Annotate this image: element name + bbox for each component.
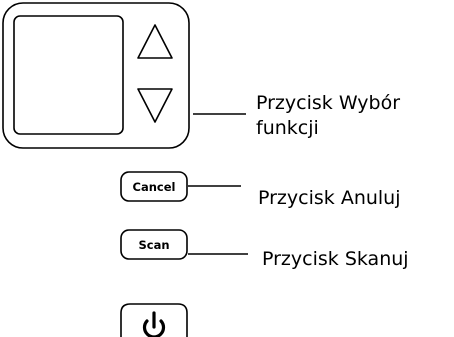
triangle-up-icon — [137, 24, 173, 59]
control-panel-frame — [2, 2, 190, 149]
lcd-display — [13, 15, 124, 135]
function-select-callout-line2: funkcji — [256, 117, 319, 139]
scan-callout: Przycisk Skanuj — [262, 248, 409, 270]
down-button[interactable] — [137, 88, 173, 123]
cancel-callout: Przycisk Anuluj — [258, 187, 401, 209]
triangle-down-icon — [137, 88, 173, 123]
cancel-button-label: Cancel — [133, 180, 176, 194]
power-button-frame — [120, 303, 188, 337]
power-icon — [142, 311, 166, 337]
scan-button-label: Scan — [138, 238, 169, 252]
function-select-callout-line1: Przycisk Wybór — [256, 92, 400, 114]
power-button[interactable] — [120, 303, 188, 337]
scan-button[interactable]: Scan — [120, 229, 188, 260]
scan-button-frame — [120, 229, 188, 260]
cancel-button[interactable]: Cancel — [120, 171, 188, 202]
up-button[interactable] — [137, 24, 173, 59]
cancel-button-frame — [120, 171, 188, 202]
